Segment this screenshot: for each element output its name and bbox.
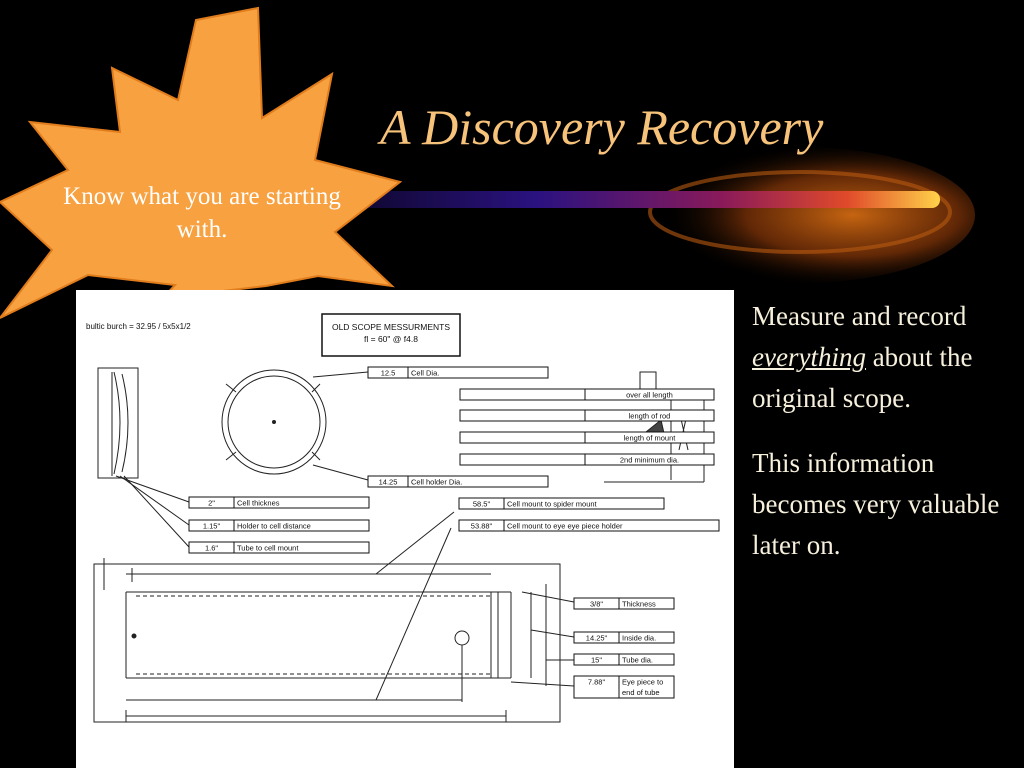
measurement-value-box xyxy=(459,431,586,444)
measurement-value: 14.25 xyxy=(379,478,398,487)
measurement-name: Cell Dia. xyxy=(411,369,439,378)
comet-bar xyxy=(320,191,940,208)
measurement-value: 1.6" xyxy=(205,544,218,553)
cell-side-frame xyxy=(97,367,139,479)
measurement-name-box xyxy=(618,597,675,610)
body-paragraph-1: Measure and record everything about the … xyxy=(752,296,1022,419)
measurement-value: 2" xyxy=(208,499,215,508)
drawing-title-line1: OLD SCOPE MESSURMENTS xyxy=(332,322,450,332)
measurement-name: Tube dia. xyxy=(622,656,653,665)
measurement-name: length of rod xyxy=(629,412,671,421)
measurement-name-box xyxy=(584,388,715,401)
measurement-name: Thickness xyxy=(622,600,656,609)
measurement-name: Eye piece to xyxy=(622,678,663,687)
measurement-name: length of mount xyxy=(624,434,677,443)
measurement-name-box xyxy=(584,409,715,422)
body-p1-emphasis: everything xyxy=(752,342,866,372)
measurement-label: 15" Tube dia. xyxy=(573,653,675,666)
measurement-name: over all length xyxy=(626,391,673,400)
measurement-name-box xyxy=(618,653,675,666)
starburst-text: Know what you are starting with. xyxy=(63,183,341,243)
measurement-name-box xyxy=(584,431,715,444)
measurement-name: 2nd minimum dia. xyxy=(620,456,679,465)
measurement-value: 3/8" xyxy=(590,600,603,609)
slide-title: A Discovery Recovery xyxy=(380,99,824,155)
measurement-value: 15" xyxy=(591,656,602,665)
measurement-name-box xyxy=(503,497,665,510)
measurement-name: Tube to cell mount xyxy=(237,544,299,553)
measurement-name-box xyxy=(407,366,549,379)
drawing-note: bultic burch = 32.95 / 5x5x1/2 xyxy=(86,322,191,331)
measurement-label: 14.25" Inside dia. xyxy=(573,631,675,644)
measurement-value-box xyxy=(459,388,586,401)
measurement-name: Cell holder Dia. xyxy=(411,478,462,487)
comet-glow xyxy=(625,147,975,283)
measurement-name-box xyxy=(233,541,370,554)
measurement-name: Cell mount to spider mount xyxy=(507,500,598,509)
measurement-value-box xyxy=(459,409,586,422)
measurement-value: 58.5" xyxy=(473,500,491,509)
measurement-label: 58.5" Cell mount to spider mount xyxy=(458,497,665,510)
measurement-label: 2" Cell thicknes xyxy=(188,496,370,509)
scope-drawing: bultic burch = 32.95 / 5x5x1/2 OLD SCOPE… xyxy=(76,290,734,768)
body-p1-start: Measure and record xyxy=(752,301,967,331)
measurement-label: 53.88" Cell mount to eye eye piece holder xyxy=(458,519,720,532)
measurement-name-box xyxy=(233,496,370,509)
measurement-label: 2nd minimum dia. xyxy=(459,453,715,466)
scope-drawing-svg: bultic burch = 32.95 / 5x5x1/2 OLD SCOPE… xyxy=(86,313,720,723)
measurement-label: over all length xyxy=(459,388,715,401)
measurement-name-box xyxy=(618,675,675,699)
measurement-value: 1.15" xyxy=(203,522,221,531)
measurement-name-box xyxy=(584,453,715,466)
measurement-name: Cell thicknes xyxy=(237,499,280,508)
starburst-shape xyxy=(0,6,403,319)
body-text: Measure and record everything about the … xyxy=(752,296,1022,590)
measurement-value: 7.88" xyxy=(588,678,606,687)
measurement-name: Holder to cell distance xyxy=(237,522,311,531)
measurement-labels: 12.5 Cell Dia. over all length length of ro… xyxy=(188,366,720,699)
measurement-name-box xyxy=(503,519,720,532)
drawing-title-line2: fl = 60" @ f4.8 xyxy=(364,334,418,344)
measurement-value: 53.88" xyxy=(471,522,493,531)
measurement-label: 12.5 Cell Dia. xyxy=(367,366,549,379)
measurement-name-box xyxy=(407,475,549,488)
measurement-label: 1.6" Tube to cell mount xyxy=(188,541,370,554)
measurement-name: Inside dia. xyxy=(622,634,656,643)
measurement-name-line2: end of tube xyxy=(622,688,660,697)
measurement-label: 14.25 Cell holder Dia. xyxy=(367,475,549,488)
measurement-value: 14.25" xyxy=(586,634,608,643)
drawing-title-box xyxy=(321,313,461,357)
measurement-label: length of mount xyxy=(459,431,715,444)
measurement-value-box xyxy=(459,453,586,466)
body-p1-end: about the original scope. xyxy=(752,342,973,413)
measurement-name: Cell mount to eye eye piece holder xyxy=(507,522,623,531)
measurement-name-box xyxy=(618,631,675,644)
tube-outer-frame xyxy=(93,563,561,723)
measurement-name-box xyxy=(233,519,370,532)
measurement-label: 3/8" Thickness xyxy=(573,597,675,610)
measurement-label: 1.15" Holder to cell distance xyxy=(188,519,370,532)
body-paragraph-2: This information becomes very valuable l… xyxy=(752,448,1000,560)
comet-ring xyxy=(648,170,952,254)
eyepiece-hole xyxy=(454,630,470,646)
measurement-label: length of rod xyxy=(459,409,715,422)
measurement-value: 12.5 xyxy=(381,369,396,378)
cell-circle xyxy=(221,369,327,475)
cell-side-curve xyxy=(113,371,129,475)
